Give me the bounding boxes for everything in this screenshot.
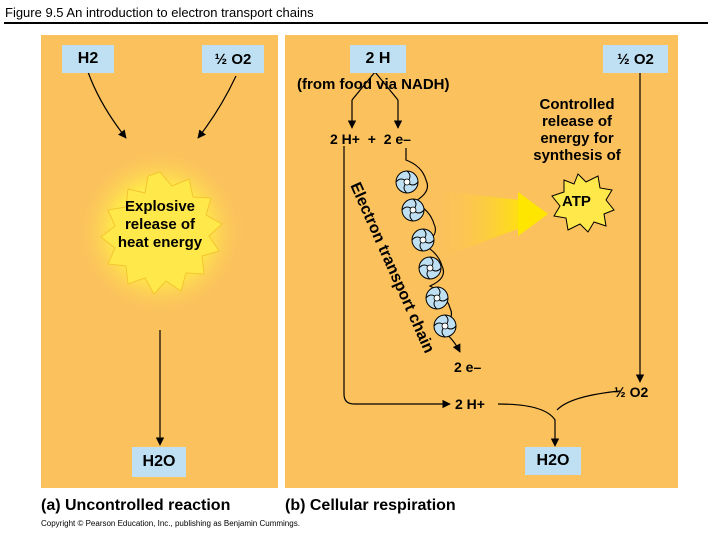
panel-cellular-respiration (285, 35, 678, 488)
h-split-right (374, 71, 399, 101)
figure-title: Figure 9.5 An introduction to electron t… (5, 5, 314, 20)
carrier-4 (418, 256, 442, 280)
o2-to-water-curve (556, 390, 621, 411)
to-water-arrow (497, 403, 560, 447)
atp-label: ATP (562, 193, 591, 210)
explosion-burst (100, 171, 223, 295)
carrier-1 (395, 170, 419, 194)
h2o-box-b: H2O (525, 447, 581, 475)
two-h-box: 2 H (350, 45, 406, 73)
energy-beam-head (518, 192, 548, 236)
carrier-5 (425, 286, 449, 310)
carrier-3 (411, 228, 435, 252)
h2o-box-a: H2O (132, 447, 186, 477)
h-split-left (351, 71, 376, 101)
caption-cellular-respiration: (b) Cellular respiration (285, 497, 456, 514)
from-food-label: (from food via NADH) (297, 76, 450, 93)
protons-electrons-label: 2 H+ + 2 e– (330, 131, 411, 147)
two-protons-label: 2 H+ (455, 396, 485, 412)
explosion-text: Explosive release of heat energy (117, 198, 203, 251)
proton-path-arrow (343, 146, 451, 409)
title-rule (4, 22, 708, 24)
carrier-2 (401, 198, 425, 222)
copyright-text: Copyright © Pearson Education, Inc., pub… (41, 519, 300, 528)
caption-uncontrolled: (a) Uncontrolled reaction (41, 497, 231, 514)
half-o2-box-a: ½ O2 (202, 45, 264, 73)
carrier-6 (433, 314, 457, 338)
controlled-release-text: Controlled release of energy for synthes… (533, 96, 621, 164)
h2-box: H2 (62, 45, 114, 73)
o2-arrow (197, 75, 237, 139)
two-electrons-label: 2 e– (454, 359, 482, 375)
energy-beam (430, 190, 530, 262)
h2-arrow (87, 71, 127, 139)
half-o2-label: ½ O2 (614, 384, 649, 400)
half-o2-box-b: ½ O2 (603, 45, 668, 73)
atp-burst (551, 173, 615, 233)
